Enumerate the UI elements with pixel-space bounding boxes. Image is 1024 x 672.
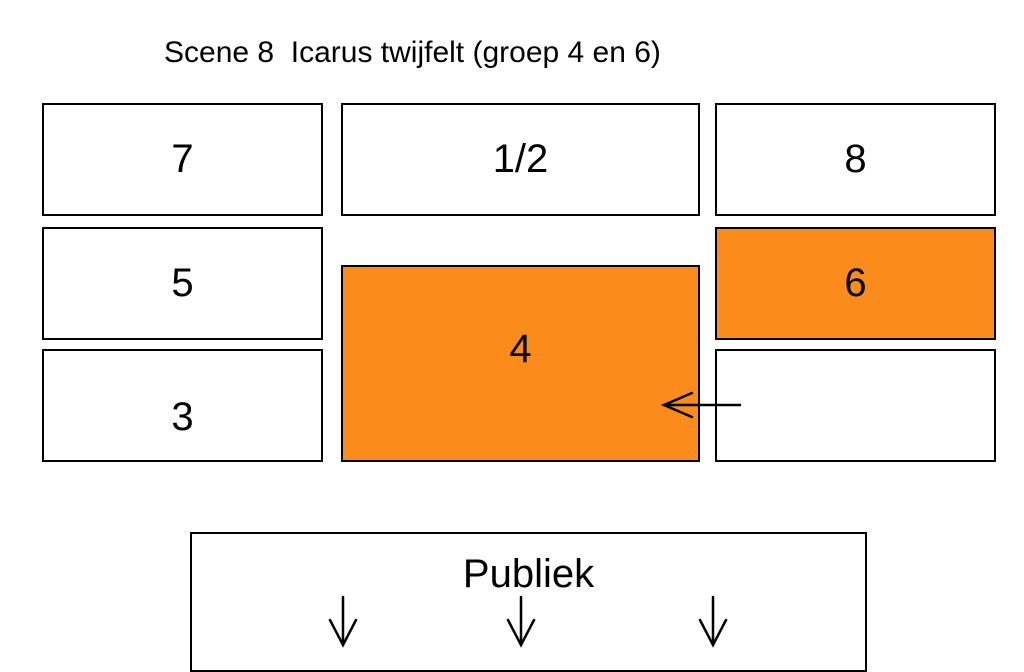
group-6-box: 6 (715, 227, 996, 340)
group-4-box: 4 (341, 265, 700, 462)
arrow-left-icon (660, 391, 742, 419)
group-3-box: 3 (42, 349, 323, 462)
arrow-down-icon (328, 595, 358, 648)
group-8-box: 8 (715, 103, 996, 216)
arrow-down-icon (698, 595, 728, 648)
empty-box (715, 349, 996, 462)
group-label: 5 (171, 261, 194, 305)
audience-label: Publiek (462, 552, 595, 596)
group-7-box: 7 (42, 103, 323, 216)
group-label: 1/2 (492, 137, 549, 181)
group-1-2-box: 1/2 (341, 103, 700, 216)
audience-box: Publiek (190, 532, 867, 672)
group-label: 3 (171, 395, 194, 439)
arrow-down-icon (506, 595, 536, 648)
group-5-box: 5 (42, 227, 323, 340)
scene-title: Scene 8 Icarus twijfelt (groep 4 en 6) (164, 36, 661, 69)
arrows-layer (328, 391, 742, 648)
group-label: 8 (844, 137, 867, 181)
group-label: 7 (171, 137, 194, 181)
group-label: 6 (844, 261, 867, 305)
group-label: 4 (509, 327, 532, 371)
